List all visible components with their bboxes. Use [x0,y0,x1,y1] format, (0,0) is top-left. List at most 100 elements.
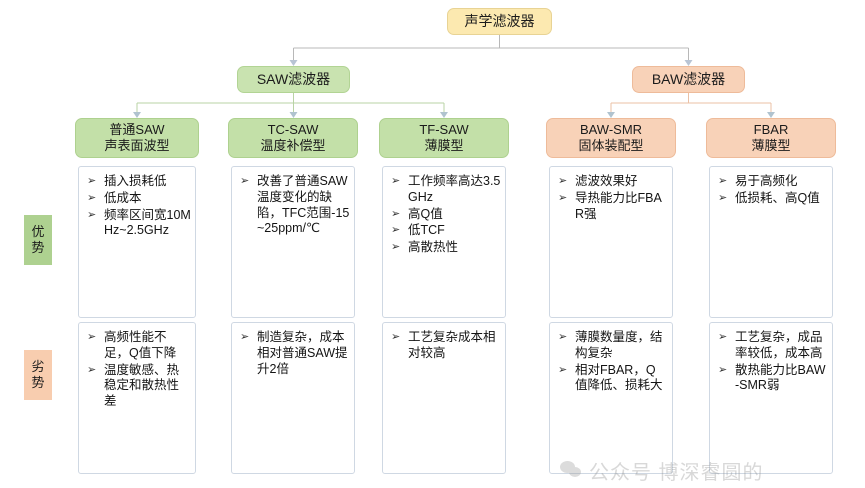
node-column-head-fbar[interactable]: FBAR 薄膜型 [706,118,836,158]
bullet-arrow-icon: ➢ [718,363,728,376]
bullet-arrow-icon: ➢ [718,331,728,343]
bullet-text: 工作频率高达3.5GHz [408,174,501,204]
bullet-item: ➢ 易于高频化 [714,174,828,190]
cell-disadvantages-tc-saw: ➢ 制造复杂，成本相对普通SAW提升2倍 [231,322,355,474]
bullet-text: 低成本 [104,190,142,205]
bullet-item: ➢ 低损耗、高Q值 [714,191,828,207]
bullet-item: ➢ 高频性能不足，Q值下降 [83,330,191,362]
column-head-line1: TF-SAW [419,122,469,138]
row-label-advantage-text: 优势 [31,223,45,255]
bullet-arrow-icon: ➢ [87,363,97,376]
cell-disadvantages-putong-saw: ➢ 高频性能不足，Q值下降 ➢ 温度敏感、热稳定和散热性差 [78,322,196,474]
bullet-text: 改善了普通SAW温度变化的缺陷，TFC范围-15~25ppm/℃ [257,174,350,236]
bullet-arrow-icon: ➢ [87,191,97,204]
bullet-list: ➢ 薄膜数量度，结构复杂 ➢ 相对FBAR，Q值降低、损耗大 [554,330,668,394]
bullet-text: 低TCF [408,223,445,238]
bullet-item: ➢ 制造复杂，成本相对普通SAW提升2倍 [236,330,350,377]
cell-disadvantages-baw-smr: ➢ 薄膜数量度，结构复杂 ➢ 相对FBAR，Q值降低、损耗大 [549,322,673,474]
cell-advantages-baw-smr: ➢ 滤波效果好 ➢ 导热能力比FBAR强 [549,166,673,318]
node-saw-filter[interactable]: SAW滤波器 [237,66,350,93]
bullet-text: 高散热性 [408,240,459,254]
bullet-text: 工艺复杂，成品率较低，成本高 [735,330,823,360]
bullet-item: ➢ 滤波效果好 [554,174,668,190]
bullet-arrow-icon: ➢ [558,175,568,187]
column-head-line1: FBAR [753,122,789,138]
column-head-line2: 温度补偿型 [260,138,326,153]
bullet-text: 相对FBAR，Q值降低、损耗大 [575,362,663,393]
bullet-text: 工艺复杂成本相对较高 [408,330,496,360]
bullet-text: 导热能力比FBAR强 [575,190,662,221]
bullet-arrow-icon: ➢ [391,207,401,220]
cell-advantages-fbar: ➢ 易于高频化 ➢ 低损耗、高Q值 [709,166,833,318]
bullet-arrow-icon: ➢ [391,331,401,343]
bullet-text: 制造复杂，成本相对普通SAW提升2倍 [257,330,348,376]
bullet-text: 高Q值 [408,206,443,221]
bullet-text: 低损耗、高Q值 [735,190,820,205]
cell-disadvantages-tf-saw: ➢ 工艺复杂成本相对较高 [382,322,506,474]
bullet-arrow-icon: ➢ [87,175,97,187]
bullet-arrow-icon: ➢ [87,331,97,343]
node-root-label: 声学滤波器 [464,12,535,29]
bullet-item: ➢ 工作频率高达3.5GHz [387,174,501,206]
row-label-disadvantage-text: 劣势 [31,358,45,390]
bullet-text: 易于高频化 [735,174,798,188]
node-column-head-putong-saw[interactable]: 普通SAW 声表面波型 [75,118,199,158]
bullet-list: ➢ 改善了普通SAW温度变化的缺陷，TFC范围-15~25ppm/℃ [236,174,350,237]
bullet-list: ➢ 制造复杂，成本相对普通SAW提升2倍 [236,330,350,377]
bullet-arrow-icon: ➢ [558,191,568,204]
node-column-head-baw-smr[interactable]: BAW-SMR 固体装配型 [546,118,676,158]
bullet-list: ➢ 滤波效果好 ➢ 导热能力比FBAR强 [554,174,668,222]
bullet-item: ➢ 频率区间宽10MHz~2.5GHz [83,208,191,240]
column-head-line1: 普通SAW [109,122,165,138]
node-baw-filter[interactable]: BAW滤波器 [632,66,745,93]
bullet-arrow-icon: ➢ [240,175,250,187]
column-head-line2: 固体装配型 [578,138,644,153]
bullet-item: ➢ 插入损耗低 [83,174,191,190]
node-column-head-tf-saw[interactable]: TF-SAW 薄膜型 [379,118,509,158]
bullet-list: ➢ 高频性能不足，Q值下降 ➢ 温度敏感、热稳定和散热性差 [83,330,191,410]
cell-advantages-putong-saw: ➢ 插入损耗低 ➢ 低成本 ➢ 频率区间宽10MHz~2.5GHz [78,166,196,318]
bullet-text: 温度敏感、热稳定和散热性差 [104,362,180,409]
bullet-item: ➢ 低成本 [83,191,191,207]
bullet-list: ➢ 工艺复杂成本相对较高 [387,330,501,362]
column-head-line1: BAW-SMR [579,122,643,138]
bullet-arrow-icon: ➢ [718,191,728,204]
column-head-line2: 声表面波型 [104,138,170,153]
bullet-item: ➢ 温度敏感、热稳定和散热性差 [83,363,191,410]
bullet-arrow-icon: ➢ [391,224,401,237]
column-head-line2: 薄膜型 [424,138,464,153]
bullet-arrow-icon: ➢ [240,331,250,343]
bullet-text: 频率区间宽10MHz~2.5GHz [104,207,191,238]
node-saw-filter-label: SAW滤波器 [256,70,331,87]
row-label-advantage: 优势 [24,215,52,265]
bullet-item: ➢ 相对FBAR，Q值降低、损耗大 [554,363,668,395]
column-head-line1: TC-SAW [267,122,319,138]
bullet-text: 滤波效果好 [575,174,638,188]
bullet-item: ➢ 工艺复杂成本相对较高 [387,330,501,362]
column-head-line2: 薄膜型 [751,138,791,153]
bullet-text: 散热能力比BAW-SMR弱 [735,362,826,393]
node-root[interactable]: 声学滤波器 [447,8,552,35]
cell-advantages-tf-saw: ➢ 工作频率高达3.5GHz ➢ 高Q值 ➢ 低TCF ➢ 高散热性 [382,166,506,318]
bullet-item: ➢ 改善了普通SAW温度变化的缺陷，TFC范围-15~25ppm/℃ [236,174,350,237]
bullet-item: ➢ 导热能力比FBAR强 [554,191,668,223]
row-label-disadvantage: 劣势 [24,350,52,400]
bullet-list: ➢ 易于高频化 ➢ 低损耗、高Q值 [714,174,828,207]
node-baw-filter-label: BAW滤波器 [651,70,726,87]
bullet-arrow-icon: ➢ [391,175,401,187]
bullet-text: 插入损耗低 [104,174,167,188]
bullet-item: ➢ 散热能力比BAW-SMR弱 [714,363,828,395]
bullet-arrow-icon: ➢ [718,175,728,187]
bullet-list: ➢ 工艺复杂，成品率较低，成本高 ➢ 散热能力比BAW-SMR弱 [714,330,828,394]
bullet-arrow-icon: ➢ [558,363,568,376]
bullet-arrow-icon: ➢ [558,331,568,343]
bullet-arrow-icon: ➢ [87,208,97,221]
bullet-item: ➢ 高Q值 [387,207,501,223]
cell-disadvantages-fbar: ➢ 工艺复杂，成品率较低，成本高 ➢ 散热能力比BAW-SMR弱 [709,322,833,474]
bullet-arrow-icon: ➢ [391,241,401,253]
node-column-head-tc-saw[interactable]: TC-SAW 温度补偿型 [228,118,358,158]
bullet-text: 薄膜数量度，结构复杂 [575,330,663,360]
bullet-text: 高频性能不足，Q值下降 [104,330,177,360]
bullet-list: ➢ 工作频率高达3.5GHz ➢ 高Q值 ➢ 低TCF ➢ 高散热性 [387,174,501,256]
